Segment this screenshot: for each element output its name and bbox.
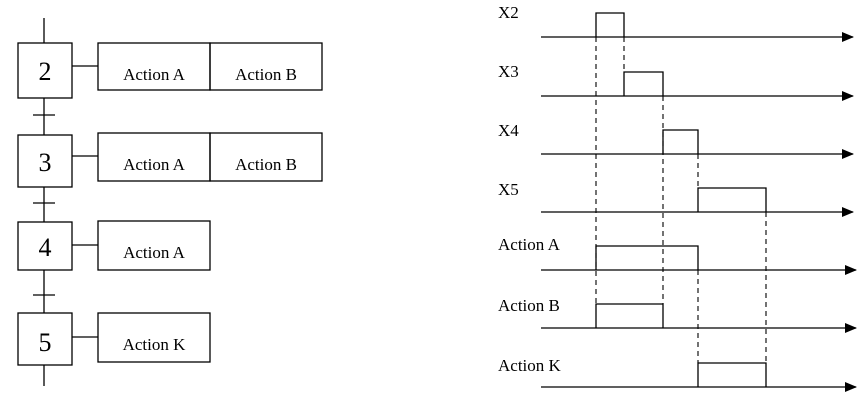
signal-label-x3: X3 [498, 62, 519, 81]
step-5: 5 Action K [17, 312, 211, 366]
pulse-action-a [595, 245, 699, 270]
pulse-x5 [697, 187, 767, 212]
step-box [17, 221, 73, 271]
step-number: 3 [39, 148, 52, 177]
pulse-action-k [697, 362, 767, 387]
action-label: Action B [235, 155, 297, 174]
chronogram: X2 X3 X4 X5 Action A Action B Action K [498, 3, 857, 392]
signal-label-action-k: Action K [498, 356, 562, 375]
grafcet: 2 Action A Action B 3 Action A Action B … [17, 18, 323, 386]
action-label: Action A [123, 65, 186, 84]
signal-label-x4: X4 [498, 121, 519, 140]
action-label: Action B [235, 65, 297, 84]
pulse-x4 [662, 129, 699, 154]
action-label: Action K [123, 335, 187, 354]
action-box [209, 42, 323, 91]
action-box [97, 312, 211, 363]
action-label: Action A [123, 243, 186, 262]
step-box [17, 312, 73, 366]
signal-label-x2: X2 [498, 3, 519, 22]
pulse-action-b [595, 303, 664, 328]
step-4: 4 Action A [17, 220, 211, 271]
action-label: Action A [123, 155, 186, 174]
signal-label-action-b: Action B [498, 296, 560, 315]
step-3: 3 Action A Action B [17, 132, 323, 188]
pulse-x2 [595, 12, 625, 37]
signal-label-action-a: Action A [498, 235, 561, 254]
signal-label-x5: X5 [498, 180, 519, 199]
step-number: 2 [39, 57, 52, 86]
step-number: 5 [39, 328, 52, 357]
step-box [17, 134, 73, 188]
step-box [17, 42, 73, 99]
step-number: 4 [39, 233, 52, 262]
step-2: 2 Action A Action B [17, 42, 323, 99]
pulse-x3 [623, 71, 664, 96]
action-box [209, 132, 323, 182]
action-box [97, 220, 211, 271]
